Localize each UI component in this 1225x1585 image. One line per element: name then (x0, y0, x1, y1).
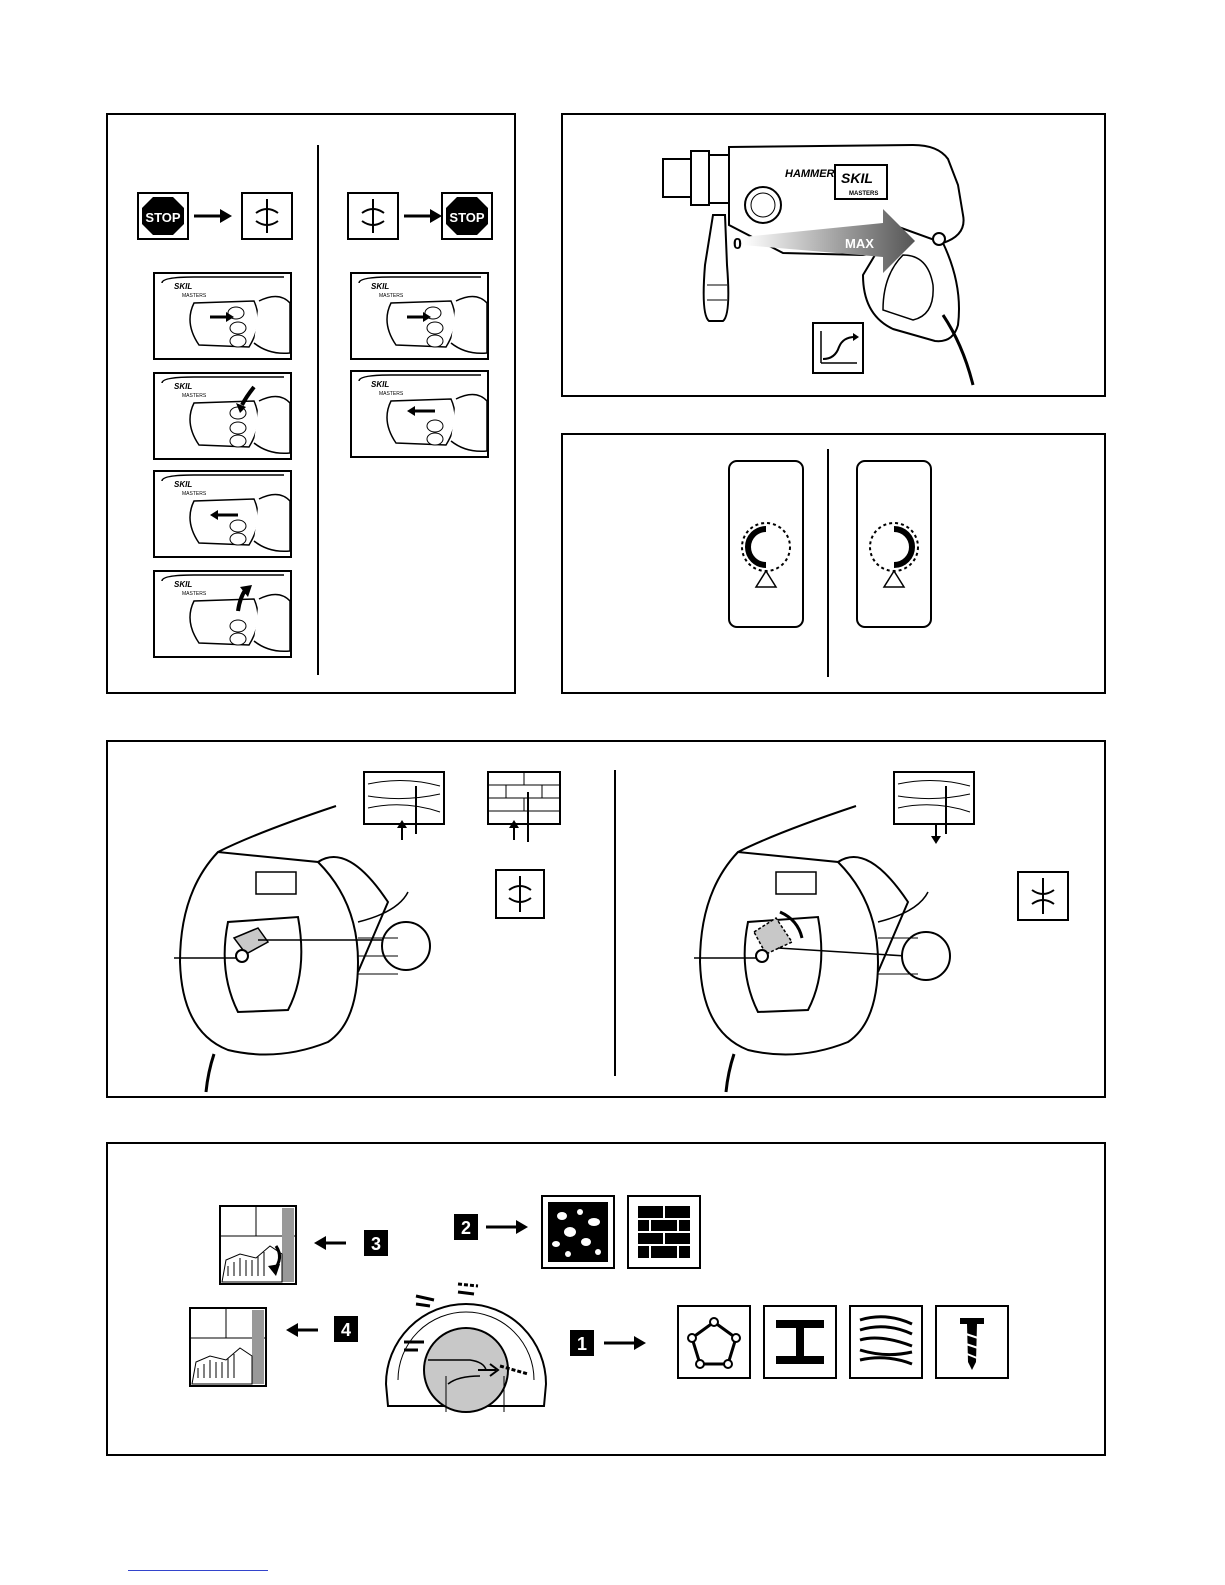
svg-text:SKIL: SKIL (371, 380, 389, 389)
chisel-icon (190, 1308, 266, 1386)
concrete-icon (542, 1196, 614, 1268)
svg-text:MASTERS: MASTERS (182, 393, 207, 399)
plastic-icon (678, 1306, 750, 1378)
arrow-left-icon (314, 1236, 346, 1250)
mode-selector-illustration: 3 4 2 (108, 1144, 1108, 1458)
svg-text:SKIL: SKIL (174, 282, 192, 291)
wood-screw-out-icon (894, 772, 974, 844)
svg-text:SKIL: SKIL (371, 282, 389, 291)
panel-mode-selection: 3 4 2 (106, 1142, 1106, 1456)
screw-icon (936, 1306, 1008, 1378)
mode-number-2: 2 (454, 1214, 478, 1240)
svg-text:HAMMER: HAMMER (785, 168, 835, 180)
arrow-right-icon (194, 209, 232, 223)
masonry-drill-icon (488, 772, 560, 842)
svg-text:1: 1 (577, 1334, 587, 1354)
panel-direction (106, 740, 1106, 1098)
svg-text:SKIL: SKIL (174, 382, 192, 391)
panel-speed-control: SKIL MASTERS HAMMER 0 MAX (561, 113, 1106, 397)
svg-text:MAX: MAX (845, 236, 874, 251)
start-stop-illustration: STOP STOP (108, 115, 518, 696)
svg-text:MASTERS: MASTERS (379, 391, 404, 397)
svg-text:SKIL: SKIL (174, 580, 192, 589)
dial-right-rotation (857, 461, 931, 627)
rotation-forward-icon (242, 193, 292, 239)
stop-sign-icon: STOP (138, 193, 188, 239)
speed-curve-icon (813, 323, 863, 373)
switch-step-frame: SKIL MASTERS (154, 471, 291, 557)
brick-icon (628, 1196, 700, 1268)
dial-setting-illustration (563, 435, 1108, 696)
svg-text:MASTERS: MASTERS (182, 591, 207, 597)
wood-grain-icon (850, 1306, 922, 1378)
dial-left-rotation (729, 461, 803, 627)
svg-text:STOP: STOP (145, 210, 180, 225)
chisel-adjust-icon (220, 1206, 296, 1284)
svg-text:4: 4 (341, 1320, 351, 1340)
rotation-reverse-icon (1018, 872, 1068, 920)
steel-beam-icon (764, 1306, 836, 1378)
arrow-right-icon (604, 1336, 646, 1350)
svg-text:SKIL: SKIL (174, 480, 192, 489)
rotation-forward-icon (496, 870, 544, 918)
arrow-left-icon (286, 1323, 318, 1337)
switch-step-frame: SKIL MASTERS (351, 371, 488, 457)
svg-text:MASTERS: MASTERS (182, 491, 207, 497)
drill-forward (174, 806, 430, 1092)
panel-dial-setting (561, 433, 1106, 694)
footer-link-underline (128, 1570, 268, 1571)
svg-text:MASTERS: MASTERS (182, 293, 207, 299)
mode-number-4: 4 (334, 1316, 358, 1342)
mode-number-1: 1 (570, 1330, 594, 1356)
wood-screw-in-icon (364, 772, 444, 840)
mode-selector-dial (386, 1284, 546, 1412)
switch-step-frame: SKIL MASTERS (351, 273, 488, 359)
mode-number-3: 3 (364, 1230, 388, 1256)
svg-text:MASTERS: MASTERS (849, 191, 878, 197)
drill-reverse (694, 806, 950, 1092)
switch-step-frame: SKIL MASTERS (154, 571, 291, 657)
svg-text:2: 2 (461, 1218, 471, 1238)
rotation-forward-icon (348, 193, 398, 239)
switch-step-frame: SKIL MASTERS (154, 273, 291, 359)
arrow-right-icon (404, 209, 442, 223)
direction-illustration (108, 742, 1108, 1100)
svg-text:STOP: STOP (449, 210, 484, 225)
arrow-right-icon (486, 1220, 528, 1234)
stop-sign-icon: STOP (442, 193, 492, 239)
svg-text:0: 0 (733, 236, 742, 253)
panel-start-stop: STOP STOP (106, 113, 516, 694)
hammer-drill-illustration: SKIL MASTERS HAMMER 0 MAX (563, 115, 1108, 399)
svg-text:MASTERS: MASTERS (379, 293, 404, 299)
svg-text:3: 3 (371, 1234, 381, 1254)
switch-step-frame: SKIL MASTERS (154, 373, 291, 459)
svg-text:SKIL: SKIL (841, 170, 873, 186)
